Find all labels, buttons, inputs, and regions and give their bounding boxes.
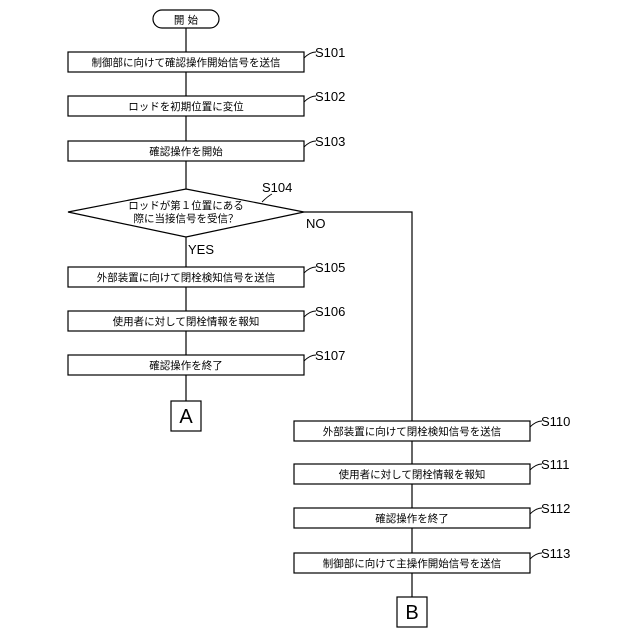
decision-s104-line1: ロッドが第１位置にある: [128, 199, 244, 212]
process-s107-text: 確認操作を終了: [149, 359, 223, 372]
process-s113-text: 制御部に向けて主操作開始信号を送信: [323, 557, 502, 570]
start-terminal: 開 始: [153, 10, 219, 28]
process-s107: 確認操作を終了 S107: [68, 348, 345, 375]
process-s101: 制御部に向けて確認操作開始信号を送信 S101: [68, 45, 345, 72]
process-s105: 外部装置に向けて閉栓検知信号を送信 S105: [68, 260, 345, 287]
step-label-s110: S110: [541, 414, 570, 429]
connector-a: A: [171, 401, 201, 431]
step-label-s102: S102: [315, 89, 345, 104]
process-s113: 制御部に向けて主操作開始信号を送信 S113: [294, 546, 570, 573]
connector-b-label: B: [405, 602, 418, 624]
connector-b: B: [397, 597, 427, 627]
step-label-s107: S107: [315, 348, 345, 363]
step-label-s104: S104: [262, 180, 292, 195]
step-label-s106: S106: [315, 304, 345, 319]
step-leader: [262, 194, 272, 202]
process-s105-text: 外部装置に向けて閉栓検知信号を送信: [97, 271, 276, 284]
step-label-s112: S112: [541, 501, 570, 516]
step-label-s111: S111: [541, 457, 569, 472]
decision-s104: ロッドが第１位置にある 際に当接信号を受信？ S104: [68, 180, 304, 237]
process-s112: 確認操作を終了 S112: [294, 501, 570, 528]
process-s110-text: 外部装置に向けて閉栓検知信号を送信: [323, 425, 502, 438]
branch-yes-label: YES: [188, 242, 214, 257]
start-label: 開 始: [174, 14, 199, 27]
process-s106: 使用者に対して閉栓情報を報知 S106: [68, 304, 345, 331]
process-s103-text: 確認操作を開始: [149, 145, 223, 158]
process-s112-text: 確認操作を終了: [375, 512, 449, 525]
process-s102-text: ロッドを初期位置に変位: [128, 100, 244, 113]
step-label-s113: S113: [541, 546, 570, 561]
process-s102: ロッドを初期位置に変位 S102: [68, 89, 345, 116]
process-s103: 確認操作を開始 S103: [68, 134, 345, 161]
step-label-s105: S105: [315, 260, 345, 275]
process-s111: 使用者に対して閉栓情報を報知 S111: [294, 457, 569, 484]
process-s110: 外部装置に向けて閉栓検知信号を送信 S110: [294, 414, 570, 441]
step-label-s103: S103: [315, 134, 345, 149]
branch-no-label: NO: [306, 216, 326, 231]
decision-s104-line2: 際に当接信号を受信？: [134, 212, 239, 225]
process-s111-text: 使用者に対して閉栓情報を報知: [339, 468, 486, 481]
process-s101-text: 制御部に向けて確認操作開始信号を送信: [92, 56, 281, 69]
step-label-s101: S101: [315, 45, 345, 60]
connector-a-label: A: [179, 406, 193, 428]
process-s106-text: 使用者に対して閉栓情報を報知: [113, 315, 260, 328]
